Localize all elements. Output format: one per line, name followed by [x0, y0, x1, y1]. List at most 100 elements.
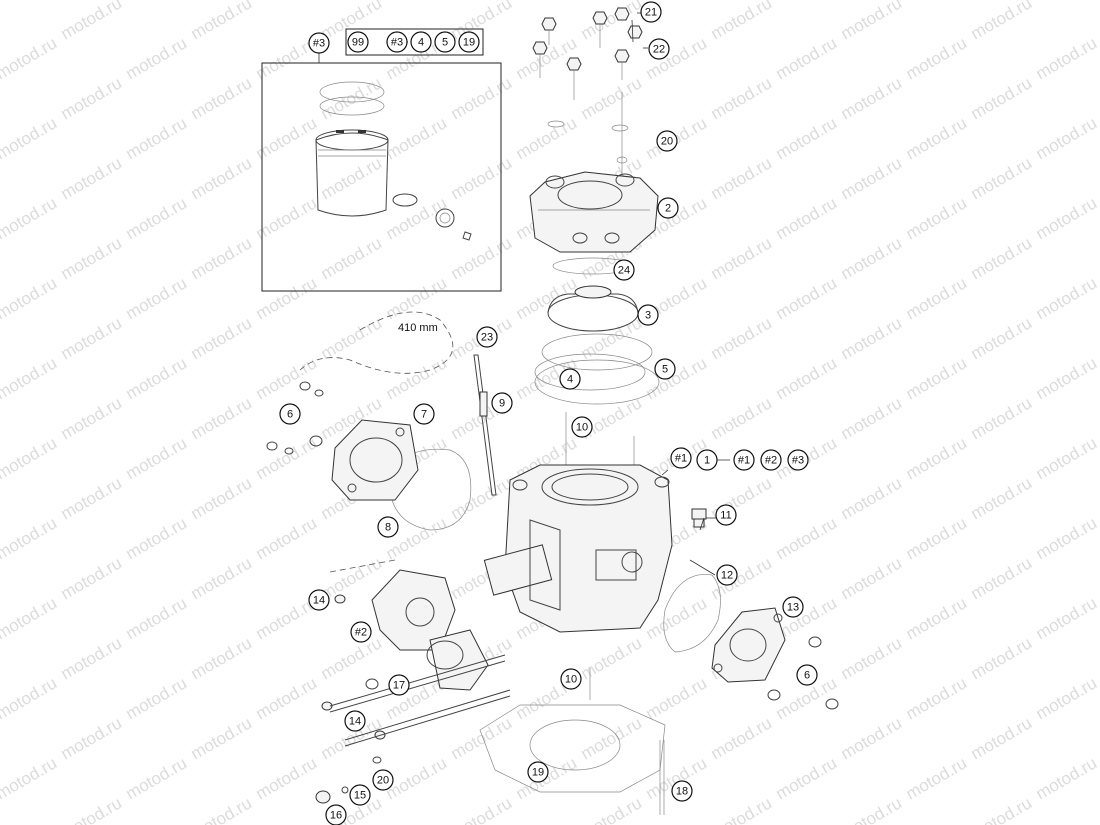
- watermark-text: motod.ru: [0, 433, 60, 483]
- watermark-text: motod.ru: [838, 153, 906, 203]
- cylinder-base-gasket-5: [534, 359, 660, 405]
- watermark-text: motod.ru: [708, 73, 776, 123]
- callout-number: 23: [481, 332, 493, 344]
- callout-number: 20: [661, 136, 673, 148]
- callout-c-16: 16: [325, 804, 347, 825]
- watermark-text: motod.ru: [838, 793, 906, 825]
- watermark-text: motod.ru: [773, 273, 841, 323]
- callout-number: 4: [418, 37, 424, 49]
- watermark-text: motod.ru: [968, 633, 1036, 683]
- watermark-text: motod.ru: [123, 513, 191, 563]
- watermark-text: motod.ru: [838, 553, 906, 603]
- head-nuts: [532, 7, 643, 185]
- callout-c-kit-5: 5: [434, 31, 456, 53]
- watermark-text: motod.ru: [0, 273, 60, 323]
- callout-number: 22: [653, 44, 665, 56]
- callout-circle: [787, 449, 809, 471]
- callout-number: 18: [676, 786, 688, 798]
- adjusting-shaft: [315, 594, 511, 804]
- watermark-text: motod.ru: [0, 193, 60, 243]
- watermark-text: motod.ru: [708, 0, 776, 43]
- watermark-text: motod.ru: [1033, 193, 1100, 243]
- watermark-text: motod.ru: [383, 353, 451, 403]
- watermark-text: motod.ru: [58, 793, 126, 825]
- watermark-text: motod.ru: [1033, 113, 1100, 163]
- callout-circle: [491, 392, 513, 414]
- callout-circle: [527, 761, 549, 783]
- exhaust-flange: [331, 419, 419, 501]
- callout-number: 10: [576, 422, 588, 434]
- watermark-text: motod.ru: [838, 713, 906, 763]
- callout-c-14-b: 14: [344, 710, 366, 732]
- callout-circle: [308, 32, 330, 54]
- callout-c-15: 15: [349, 784, 371, 806]
- watermark-text: motod.ru: [318, 313, 386, 363]
- watermark-text: motod.ru: [708, 793, 776, 825]
- watermark-text: motod.ru: [188, 313, 256, 363]
- callout-circle: [410, 31, 432, 53]
- watermark-text: motod.ru: [773, 753, 841, 803]
- watermark-text: motod.ru: [578, 633, 646, 683]
- watermark-text: motod.ru: [968, 73, 1036, 123]
- power-valve-cover: [711, 607, 786, 683]
- watermark-text: motod.ru: [903, 593, 971, 643]
- washers-left: [266, 381, 324, 455]
- watermark-text: motod.ru: [708, 313, 776, 363]
- watermark-text: motod.ru: [578, 793, 646, 825]
- callout-c-kit-19: 19: [458, 31, 480, 53]
- callout-number: 8: [385, 522, 391, 534]
- watermark-text: motod.ru: [58, 713, 126, 763]
- callout-circle: [613, 259, 635, 281]
- callout-number: 10: [565, 674, 577, 686]
- callout-c-3: 3: [637, 304, 659, 326]
- watermark-text: motod.ru: [1033, 0, 1100, 3]
- watermark-text: motod.ru: [253, 353, 321, 403]
- watermark-text: motod.ru: [123, 0, 191, 3]
- callout-c-1: 1: [696, 449, 718, 471]
- callout-c-6-left: 6: [279, 403, 301, 425]
- watermark-text: motod.ru: [968, 393, 1036, 443]
- watermark-text: motod.ru: [318, 233, 386, 283]
- watermark-text: motod.ru: [188, 633, 256, 683]
- callout-circle: [760, 449, 782, 471]
- callout-number: 14: [349, 716, 361, 728]
- callout-circle: [476, 326, 498, 348]
- watermark-text: motod.ru: [1033, 433, 1100, 483]
- callout-circle: [715, 504, 737, 526]
- callout-circle: [560, 668, 582, 690]
- callout-circle: [413, 403, 435, 425]
- watermark-text: motod.ru: [448, 233, 516, 283]
- watermark-text: motod.ru: [968, 0, 1036, 43]
- watermark-text: motod.ru: [968, 713, 1036, 763]
- callout-c-set-sh2: #2: [760, 449, 782, 471]
- callout-c-5: 5: [654, 358, 676, 380]
- callout-c-kit-4: 4: [410, 31, 432, 53]
- watermark-text: motod.ru: [383, 273, 451, 323]
- callout-c-10-top: 10: [571, 416, 593, 438]
- watermark-text: motod.ru: [0, 113, 60, 163]
- callout-circle: [657, 197, 679, 219]
- callout-circle: [349, 784, 371, 806]
- callout-c-10-bottom: 10: [560, 668, 582, 690]
- watermark-text: motod.ru: [58, 233, 126, 283]
- callout-number: 19: [463, 37, 475, 49]
- callout-circle: [372, 769, 394, 791]
- callout-circle: [716, 564, 738, 586]
- callout-number: #2: [765, 455, 777, 467]
- watermark-text: motod.ru: [58, 473, 126, 523]
- callout-circle: [640, 1, 662, 23]
- callout-circle: [434, 31, 456, 53]
- callout-circle: [279, 403, 301, 425]
- watermark-text: motod.ru: [903, 33, 971, 83]
- callout-circle: [350, 621, 372, 643]
- callout-circle: [670, 447, 692, 469]
- callout-c-19: 19: [527, 761, 549, 783]
- callout-c-6-right: 6: [796, 664, 818, 686]
- watermark-text: motod.ru: [513, 0, 581, 3]
- exhaust-valve-rod: [473, 354, 497, 496]
- watermark-text: motod.ru: [188, 153, 256, 203]
- watermark-text: motod.ru: [188, 73, 256, 123]
- watermark-text: motod.ru: [383, 0, 451, 3]
- watermark-text: motod.ru: [708, 713, 776, 763]
